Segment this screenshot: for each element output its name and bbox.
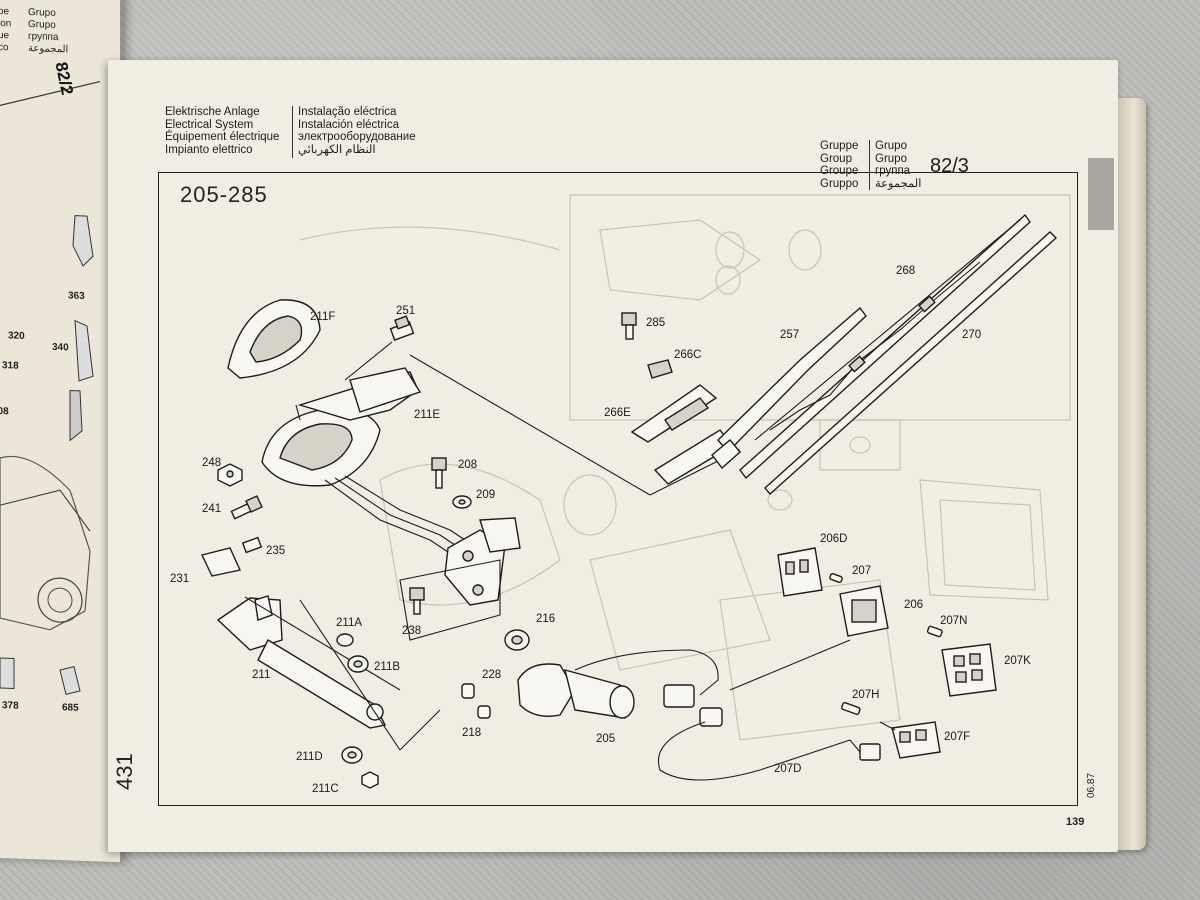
part-label: 209 bbox=[476, 489, 495, 501]
header-line: Équipement électrique bbox=[165, 131, 280, 143]
part-label: 235 bbox=[266, 545, 285, 557]
part-207K-connector bbox=[941, 643, 997, 697]
part-label: 208 bbox=[458, 459, 477, 471]
header-line: Instalação eléctrica bbox=[298, 106, 397, 118]
header-system-names-2: Instalação eléctrica Instalación eléctri… bbox=[298, 106, 416, 156]
part-266E-cover bbox=[630, 384, 734, 485]
header-line: Gruppo bbox=[820, 177, 859, 190]
part-231-bracket bbox=[201, 547, 241, 577]
part-216-grommet bbox=[504, 629, 530, 651]
part-label: 211 bbox=[252, 669, 270, 681]
part-257-wiper-arm bbox=[711, 306, 867, 470]
part-label: 241 bbox=[202, 503, 221, 515]
part-label: 211E bbox=[414, 409, 440, 421]
part-label: 207D bbox=[774, 763, 802, 775]
part-label: 211D bbox=[296, 751, 323, 763]
diagram-frame bbox=[158, 172, 1078, 806]
part-207-pin bbox=[829, 572, 843, 584]
part-211B-washer bbox=[347, 655, 369, 673]
header-group-labels-1: Gruppe Group Groupe Gruppo bbox=[820, 140, 858, 190]
part-label: 268 bbox=[896, 265, 915, 277]
part-285-bolt bbox=[621, 312, 637, 340]
part-211D-washer bbox=[341, 746, 363, 764]
part-label: 211A bbox=[336, 617, 362, 629]
part-209-washer bbox=[452, 495, 472, 509]
header-system-names-1: Elektrische Anlage Electrical System Équ… bbox=[165, 106, 279, 156]
part-label: 211B bbox=[374, 661, 400, 673]
header-divider bbox=[292, 106, 293, 158]
part-label: 231 bbox=[170, 573, 189, 585]
part-207F-connector bbox=[879, 721, 941, 759]
previous-page: pe ion ue co Grupo Grupo группа المجموعة… bbox=[0, 0, 122, 863]
part-labels: 211F 251 211E 248 241 235 231 208 209 23… bbox=[170, 265, 1031, 795]
part-range-label: 205-285 bbox=[180, 182, 268, 207]
part-211F-cover bbox=[227, 299, 321, 379]
part-label: 266E bbox=[604, 407, 631, 419]
header-line: электрооборудование bbox=[298, 131, 416, 143]
part-label: 285 bbox=[646, 317, 665, 329]
part-207H-pin bbox=[841, 701, 861, 715]
part-207D-cable bbox=[658, 707, 881, 781]
header-line: Groupe bbox=[820, 165, 859, 177]
header-line: Impianto elettrico bbox=[165, 143, 253, 156]
header-line: Gruppe bbox=[820, 140, 859, 152]
part-218-spacer bbox=[477, 705, 491, 719]
part-label: 211C bbox=[312, 783, 339, 795]
part-228-spacer bbox=[461, 683, 475, 699]
part-label: 216 bbox=[536, 613, 555, 625]
left-page-drawing bbox=[0, 80, 101, 695]
part-211A-nut bbox=[336, 633, 354, 647]
part-205-wiper-motor bbox=[517, 639, 851, 719]
header-divider bbox=[869, 140, 870, 190]
header-line: Grupo bbox=[875, 140, 907, 152]
part-label: 218 bbox=[462, 727, 481, 739]
part-label: 207K bbox=[1004, 655, 1031, 667]
part-211E-washer-unit bbox=[261, 354, 741, 561]
part-label: 251 bbox=[396, 305, 415, 317]
part-211-wiper-linkage bbox=[216, 595, 441, 751]
header-line: Group bbox=[820, 152, 852, 165]
header-line: Instalación eléctrica bbox=[298, 118, 399, 131]
part-label: 207F bbox=[944, 731, 970, 743]
part-label: 257 bbox=[780, 329, 799, 341]
ghost-drawing bbox=[299, 194, 1071, 741]
part-266C-pad bbox=[647, 359, 673, 379]
part-label: 206 bbox=[904, 599, 923, 611]
part-208-bolt bbox=[431, 457, 447, 489]
part-label: 270 bbox=[962, 329, 981, 341]
part-216-linkage bbox=[399, 517, 521, 641]
part-268-wiper-blade bbox=[739, 213, 1031, 480]
part-211C-nut bbox=[361, 771, 379, 789]
part-270-wiper-rubber bbox=[764, 231, 1058, 496]
part-251-bolt bbox=[344, 315, 415, 381]
part-label: 206D bbox=[820, 533, 848, 545]
group-number: 82/3 bbox=[930, 155, 969, 177]
part-label: 205 bbox=[596, 733, 615, 745]
part-label: 207N bbox=[940, 615, 968, 627]
part-248-nut bbox=[217, 463, 243, 487]
part-238-bolt bbox=[409, 587, 425, 615]
part-206-connector-housing bbox=[839, 585, 889, 637]
header-group-labels-2: Grupo Grupo группа المجموعة bbox=[875, 140, 921, 190]
header-line: المجموعة bbox=[875, 177, 922, 190]
part-label: 207 bbox=[852, 565, 871, 577]
part-206D-connector bbox=[777, 547, 823, 597]
part-label: 238 bbox=[402, 625, 421, 637]
page-number: 139 bbox=[1066, 816, 1085, 828]
part-235-grommet bbox=[241, 536, 263, 554]
part-label: 266C bbox=[674, 349, 702, 361]
header-line: Electrical System bbox=[165, 118, 254, 131]
part-207N-pin bbox=[926, 625, 943, 638]
header-line: Grupo bbox=[875, 152, 907, 165]
header-line: Elektrische Anlage bbox=[165, 106, 260, 118]
part-label: 207H bbox=[852, 689, 880, 701]
header-line: группа bbox=[875, 165, 911, 177]
header-line: النظام الكهربائي bbox=[298, 143, 376, 156]
part-label: 248 bbox=[202, 457, 221, 469]
thumb-index-tab bbox=[1088, 158, 1114, 230]
part-label: 228 bbox=[482, 669, 501, 681]
part-label: 211F bbox=[310, 311, 335, 323]
part-241-bolt bbox=[230, 495, 263, 520]
